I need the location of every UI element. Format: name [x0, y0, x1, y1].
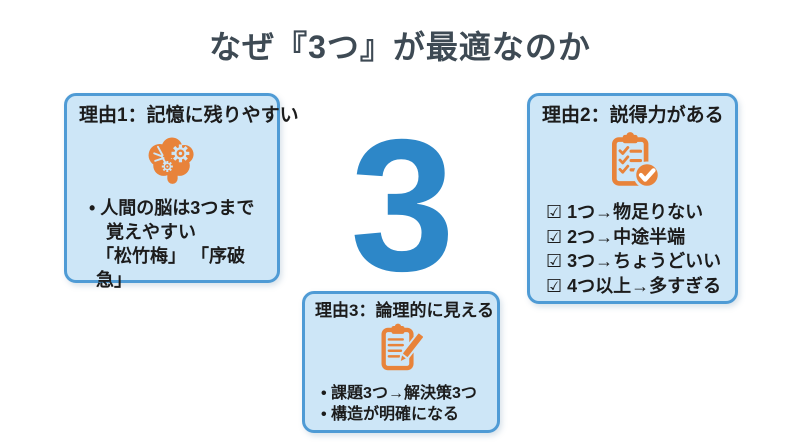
- reason-2-item: ☑ 3つ→ちょうどいい: [546, 251, 722, 272]
- reason-2-box: 理由2：説得力がある ☑ 1つ→物足りない ☑ 2つ→中途半端 ☑ 3つ→ちょう…: [527, 93, 738, 304]
- reason-3-text: • 課題3つ→解決策3つ • 構造が明確になる: [321, 384, 487, 426]
- reason-2-item: ☑ 4つ以上→多すぎる: [546, 276, 722, 297]
- clipboard-pencil-icon: [315, 323, 487, 380]
- reason-2-list: ☑ 1つ→物足りない ☑ 2つ→中途半端 ☑ 3つ→ちょうどいい ☑ 4つ以上→…: [546, 200, 723, 299]
- reason-2-heading: 理由2：説得力がある: [542, 105, 724, 126]
- reason-2-item: ☑ 2つ→中途半端: [546, 226, 686, 247]
- big-number-3: 3: [350, 100, 455, 310]
- reason-1-line: 覚えやすい: [106, 221, 196, 242]
- reason-2-item: ☑ 1つ→物足りない: [546, 201, 704, 222]
- reason-1-line: • 人間の脳は3つまで: [89, 197, 255, 218]
- page-title: なぜ『3つ』が最適なのか: [209, 29, 591, 65]
- reason-1-text: • 人間の脳は3つまで 覚えやすい 「松竹梅」 「序破急」: [89, 197, 265, 293]
- reason-1-heading: 理由1：記憶に残りやすい: [79, 105, 299, 126]
- reason-1-box: 理由1：記憶に残りやすい: [64, 93, 299, 290]
- reason-3-box: 理由3：論理的に見える • 課題3つ→解決策3つ • 構造が明確になる: [302, 291, 500, 433]
- reason-3-line: • 課題3つ→解決策3つ: [321, 385, 477, 403]
- reason-3-line: • 構造が明確になる: [321, 406, 460, 424]
- brain-gears-icon: [79, 132, 265, 191]
- reason-3-heading: 理由3：論理的に見える: [315, 301, 494, 320]
- reason-1-line: 「松竹梅」 「序破急」: [96, 245, 246, 290]
- clipboard-check-icon: [542, 131, 723, 196]
